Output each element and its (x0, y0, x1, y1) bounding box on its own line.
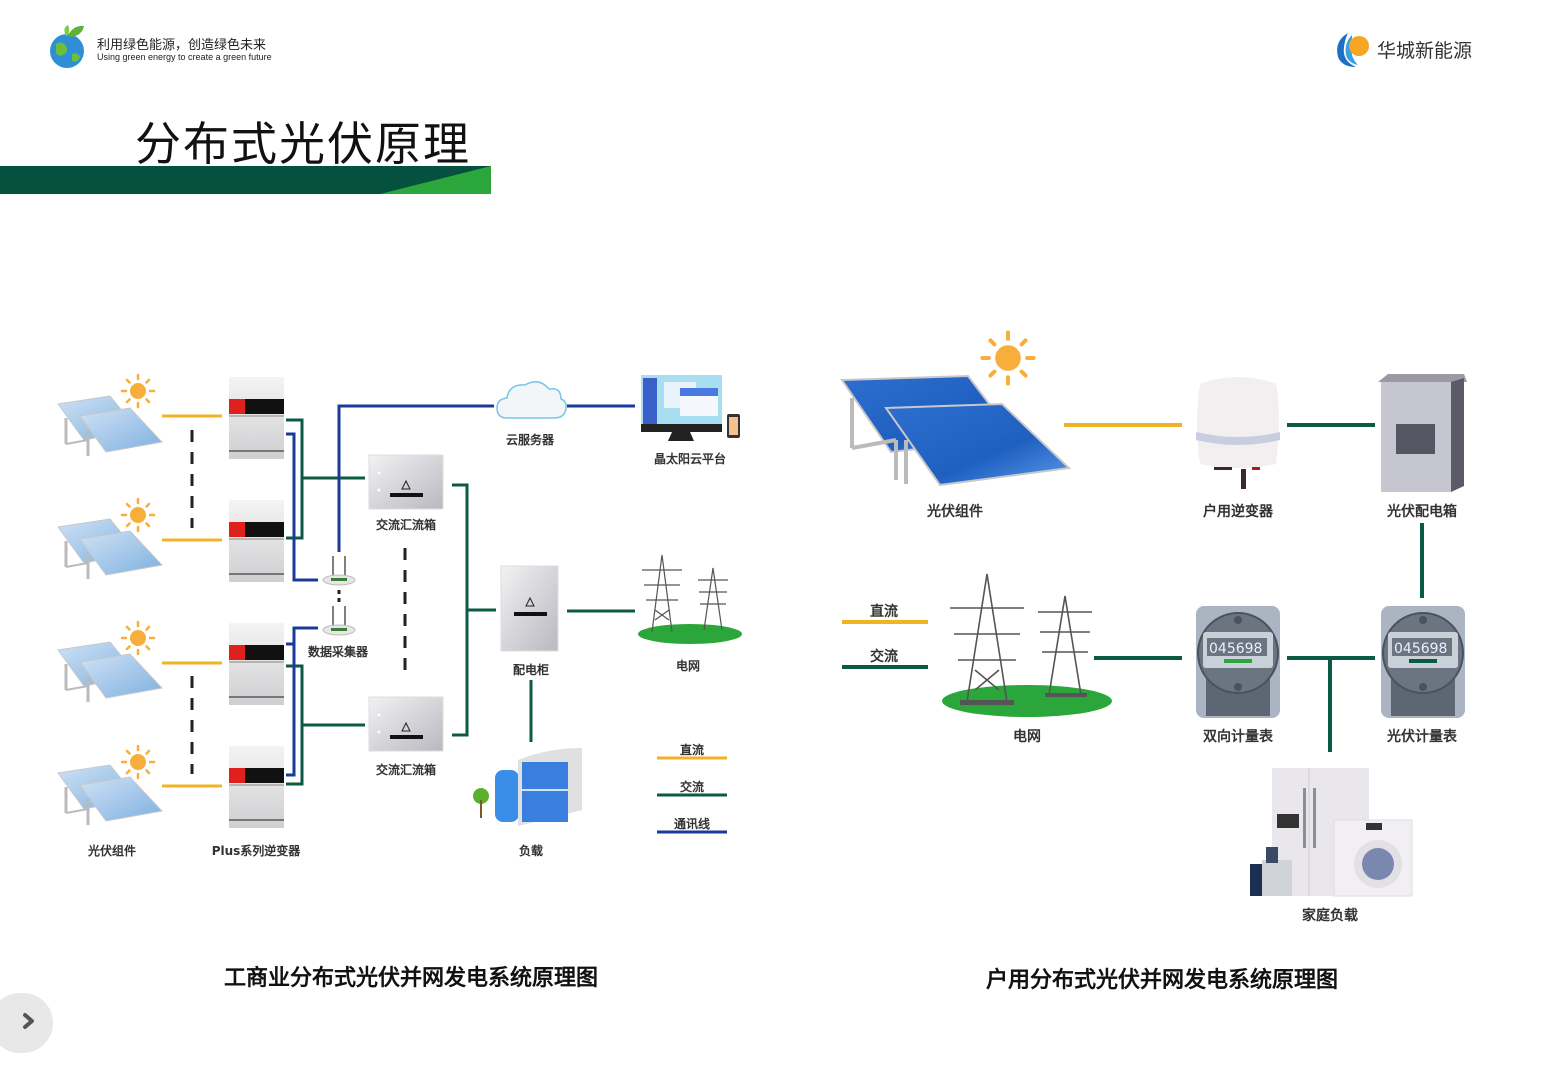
right-pv-panels (840, 374, 1072, 487)
load-server-icon (473, 748, 582, 826)
label-bidirectional-meter: 双向计量表 (1203, 729, 1273, 745)
brand-name: 华城新能源 (1377, 40, 1473, 62)
household-appliances-icon (1250, 768, 1413, 897)
label-right-pv-modules: 光伏组件 (927, 504, 983, 520)
router-icon-1 (322, 555, 356, 586)
right-power-grid-icon (942, 573, 1112, 717)
power-grid-icon (638, 554, 742, 644)
label-distribution-cabinet: 配电柜 (512, 663, 550, 677)
dc-lines (162, 414, 222, 788)
label-home-inverter: 户用逆变器 (1203, 504, 1273, 520)
label-ac-combiner-2: 交流汇流箱 (375, 763, 437, 777)
legend-ac-label: 交流 (679, 780, 705, 794)
logo-globe-icon (48, 24, 90, 70)
right-legend-lines (842, 620, 928, 669)
pv-panel-2 (56, 497, 164, 581)
ac-combiner-box-1 (368, 454, 444, 510)
pv-distribution-box-icon (1378, 374, 1467, 492)
brand-logo-icon (1332, 29, 1372, 69)
inverter-1 (228, 376, 285, 460)
label-data-collector: 数据采集器 (307, 645, 369, 659)
legend-comm-label: 通讯线 (673, 817, 711, 831)
right-legend-ac-label: 交流 (870, 649, 898, 665)
right-sun-icon (982, 332, 1033, 383)
inverter-2 (228, 499, 285, 583)
slogan-chinese: 利用绿色能源，创造绿色未来 (97, 38, 267, 53)
pv-meter-reading: 045698 (1394, 641, 1447, 657)
label-grid: 电网 (675, 659, 701, 673)
meter-connection-lines (1287, 656, 1375, 752)
left-legend-lines (657, 756, 727, 834)
label-ac-combiner-1: 交流汇流箱 (375, 518, 437, 532)
bidirectional-meter-reading: 045698 (1209, 641, 1262, 657)
label-pv-modules: 光伏组件 (87, 844, 137, 858)
page-title: 分布式光伏原理 (135, 117, 471, 171)
pv-panel-1 (56, 373, 164, 458)
router-icon-2 (322, 605, 356, 636)
title-underline-bar (0, 166, 491, 194)
right-diagram-caption: 户用分布式光伏并网发电系统原理图 (985, 968, 1339, 993)
cloud-platform-monitor-icon (641, 375, 740, 441)
pv-panel-3 (56, 620, 164, 704)
label-pv-meter: 光伏计量表 (1387, 729, 1457, 745)
label-cloud-platform: 晶太阳云平台 (653, 452, 727, 466)
label-cloud-server: 云服务器 (505, 433, 555, 447)
inverter-4 (228, 745, 285, 829)
bidirectional-meter-icon (1196, 606, 1280, 718)
label-household-load: 家庭负载 (1302, 908, 1358, 924)
legend-dc-label: 直流 (679, 743, 705, 757)
label-inverters: Plus系列逆变器 (211, 844, 301, 858)
label-load: 负载 (518, 844, 544, 858)
inverter-3 (228, 622, 285, 706)
next-slide-button[interactable] (0, 993, 53, 1053)
comm-lines (286, 404, 635, 777)
left-diagram-caption: 工商业分布式光伏并网发电系统原理图 (223, 966, 599, 991)
ac-combiner-box-2 (368, 696, 444, 752)
cloud-server-icon (496, 381, 567, 419)
home-inverter-icon (1196, 377, 1280, 489)
slogan-english: Using green energy to create a green fut… (97, 52, 272, 62)
chevron-right-icon (21, 1012, 37, 1034)
pv-panel-4 (56, 744, 164, 827)
label-right-grid: 电网 (1013, 729, 1041, 745)
pv-meter-icon (1381, 606, 1465, 718)
ellipsis-dashes (190, 430, 407, 774)
label-pv-distribution-box: 光伏配电箱 (1387, 504, 1457, 520)
distribution-cabinet-icon (500, 565, 559, 652)
right-legend-dc-label: 直流 (870, 604, 898, 620)
